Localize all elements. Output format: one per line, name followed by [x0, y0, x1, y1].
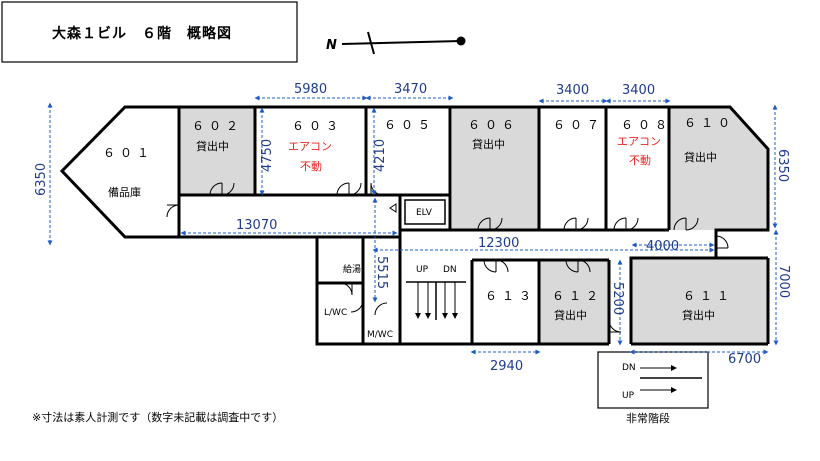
dim-3400-a: 3400: [556, 83, 589, 98]
elv-label: ELV: [416, 208, 433, 218]
room-606-status: 貸出中: [472, 137, 505, 151]
stairs-dn-label: DN: [443, 265, 457, 275]
room-612-fill: [539, 260, 609, 344]
doors: [166, 182, 729, 333]
room-608-warning-1: エアコン: [617, 135, 661, 148]
dim-5200: 5200: [610, 282, 625, 315]
lwc-label: L/WC: [324, 308, 347, 318]
dim-6700: 6700: [728, 352, 761, 367]
room-607-number: ６０７: [553, 118, 604, 132]
room-605-number: ６０５: [384, 118, 435, 132]
dim-6350-right: 6350: [775, 149, 790, 182]
emergency-dn-label: DN: [622, 363, 636, 373]
room-606-number: ６０６: [468, 118, 519, 132]
north-label: N: [326, 38, 337, 53]
north-arrow: N: [326, 31, 466, 55]
elevator: ELV: [389, 199, 446, 225]
room-611-status: 貸出中: [682, 308, 715, 322]
room-612-number: ６１２: [552, 289, 603, 303]
room-613-number: ６１３: [485, 289, 536, 303]
room-608-number: ６０８: [621, 118, 672, 132]
room-610-number: ６１０: [684, 116, 735, 130]
room-labels: ６０１ 備品庫 ６０２ 貸出中 ６０３ エアコン 不動 ６０５ ６０６ 貸出中 …: [103, 116, 735, 340]
room-610-fill: [669, 107, 768, 230]
measurement-note: ※寸法は素人計測です（数字未記載は調査中です）: [32, 410, 283, 424]
dim-2940: 2940: [490, 359, 523, 374]
dim-7000: 7000: [776, 265, 791, 298]
room-602-number: ６０２: [192, 119, 243, 133]
room-602-fill: [179, 107, 255, 195]
room-601-number: ６０１: [103, 146, 154, 160]
dim-13070: 13070: [236, 218, 277, 233]
dim-12300: 12300: [478, 236, 519, 251]
emergency-up-label: UP: [622, 391, 635, 401]
emergency-stairs-label: 非常階段: [626, 411, 670, 425]
dim-3470: 3470: [394, 82, 427, 97]
dim-4750: 4750: [260, 139, 275, 172]
room-611-number: ６１１: [683, 289, 734, 303]
room-608-warning-2: 不動: [629, 153, 651, 167]
outer-walls: [59, 105, 770, 346]
dim-5515: 5515: [374, 256, 389, 289]
interior-walls: [177, 107, 671, 344]
room-610-status: 貸出中: [684, 150, 717, 164]
dimension-lines: [47, 95, 779, 355]
room-602-status: 貸出中: [196, 139, 229, 153]
emergency-stairs: DN UP 非常階段: [597, 351, 709, 425]
room-612-status: 貸出中: [554, 308, 587, 322]
dimension-labels: 5980 3470 3400 3400 6350 6350 4750 4210 …: [34, 82, 791, 374]
room-601-label: 備品庫: [108, 185, 141, 199]
dim-6350-left: 6350: [34, 163, 49, 196]
main-stairs: UP DN: [406, 265, 466, 320]
dim-5980: 5980: [294, 82, 327, 97]
rented-fills: [179, 107, 768, 344]
title-box: 大森１ビル ６階 概略図: [1, 1, 298, 63]
room-603-warning-2: 不動: [300, 159, 322, 173]
dim-4000: 4000: [646, 239, 679, 254]
kyuto-label: 給湯: [343, 263, 361, 275]
room-606-fill: [452, 107, 539, 230]
room-603-number: ６０３: [292, 119, 343, 133]
room-603-warning-1: エアコン: [288, 140, 332, 153]
dim-3400-b: 3400: [622, 83, 655, 98]
page-title: 大森１ビル ６階 概略図: [52, 25, 232, 42]
room-611-fill: [631, 258, 767, 344]
stairs-up-label: UP: [416, 265, 429, 275]
dim-4210: 4210: [373, 139, 388, 172]
mwc-label: M/WC: [367, 330, 393, 340]
